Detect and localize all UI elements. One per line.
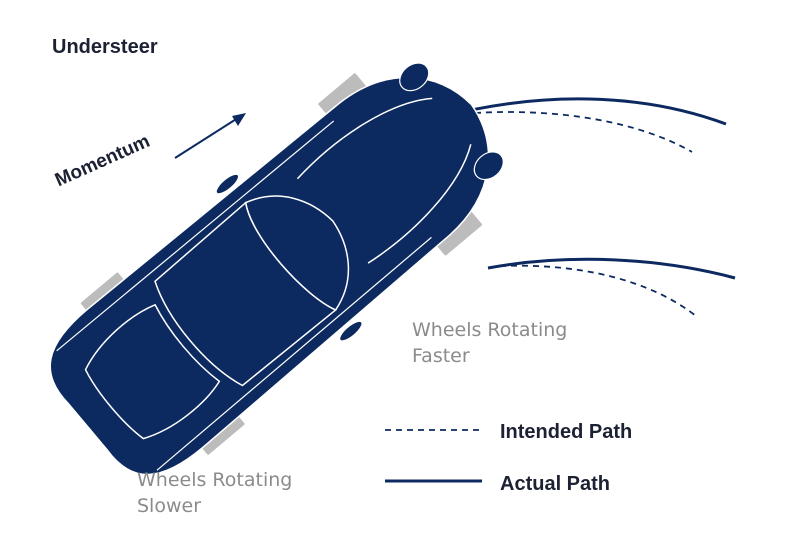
momentum-arrow (174, 113, 246, 159)
hood-line-right (367, 144, 472, 264)
rear-window (84, 303, 221, 440)
rear-wheels-label: Wheels Rotating Slower (137, 468, 292, 519)
legend-actual-label: Actual Path (500, 473, 611, 495)
actual-path-bottom (487, 257, 736, 280)
roof (154, 201, 338, 387)
hood-line-left (296, 97, 433, 180)
front-wheels-label-line1: Wheels Rotating (412, 319, 568, 341)
rear-wheels-label-line1: Wheels Rotating (137, 469, 293, 491)
side-line-right (156, 236, 432, 471)
intended-path-top (474, 111, 693, 153)
legend-intended-label: Intended Path (500, 421, 633, 443)
path-curves (444, 97, 736, 317)
diagram-title: Understeer (52, 36, 158, 58)
front-wheels-label-line2: Faster (412, 344, 470, 367)
left-mirror (215, 173, 240, 195)
right-headlight (473, 151, 504, 181)
side-line-left (56, 120, 335, 352)
rear-wheels-label-line2: Slower (137, 494, 202, 517)
right-mirror (339, 320, 363, 342)
intended-path-bottom (499, 264, 697, 317)
car (49, 62, 504, 476)
front-wheels-label: Wheels Rotating Faster (412, 318, 567, 369)
left-headlight (399, 62, 430, 92)
actual-path-top (444, 97, 727, 126)
legend-lines (385, 429, 482, 483)
